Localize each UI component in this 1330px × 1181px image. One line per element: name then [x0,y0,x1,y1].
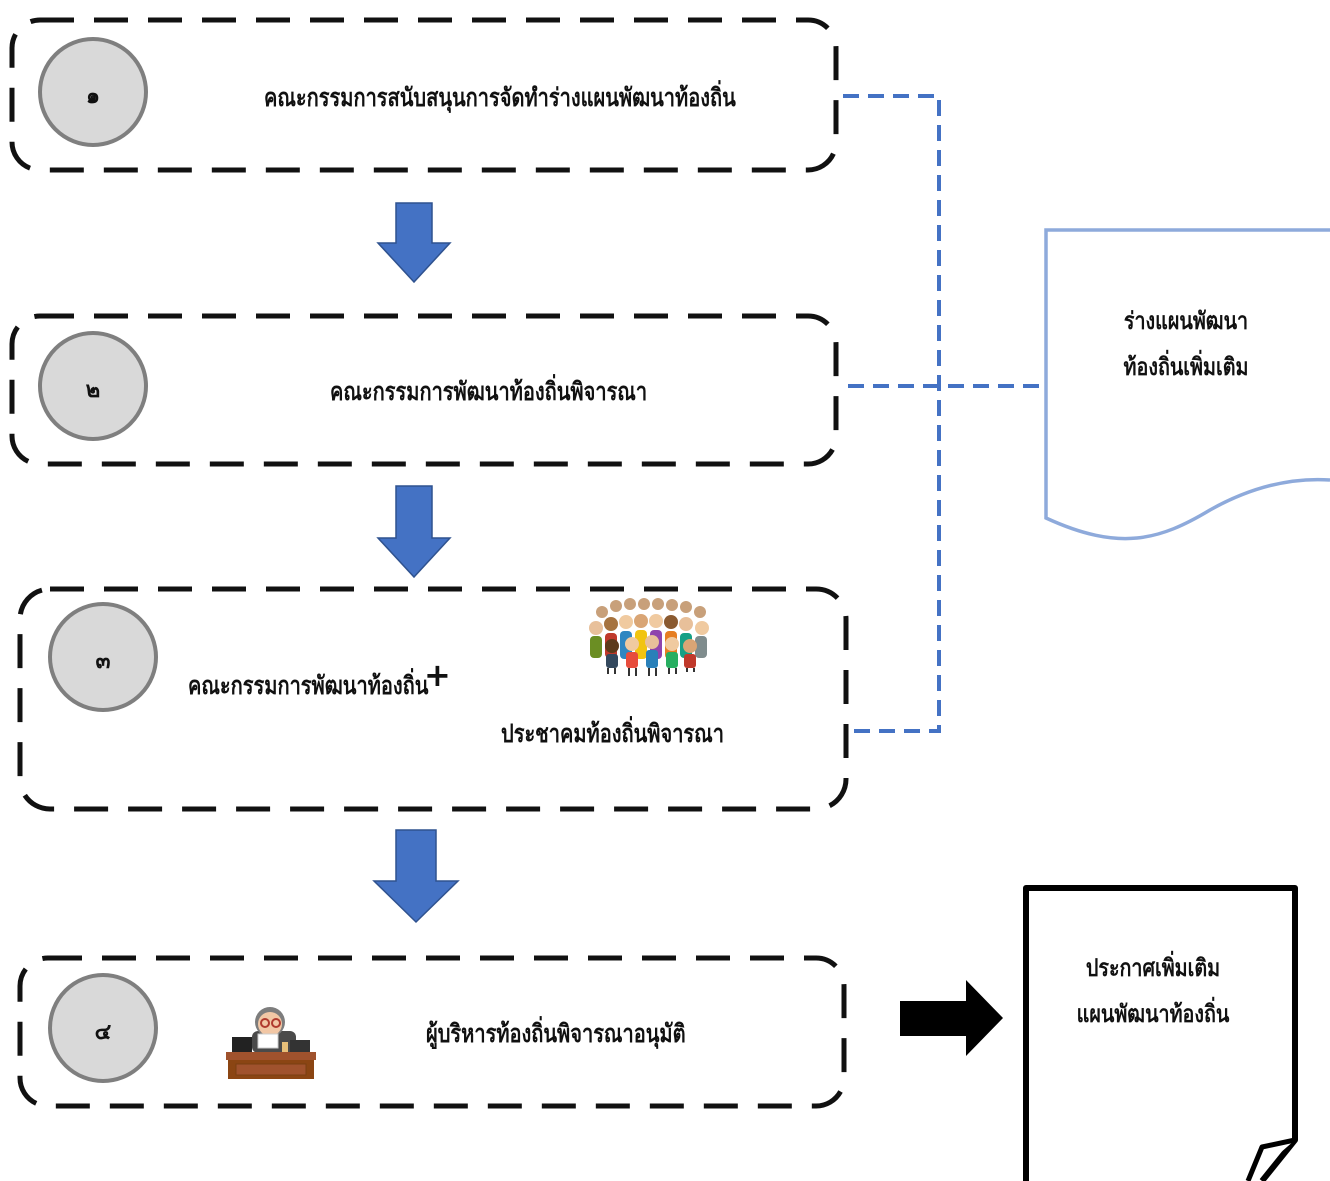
step-3-label: คณะกรรมการพัฒนาท้องถิ่น [188,671,429,700]
step-3-circle [48,602,158,712]
step-4-box [17,955,847,1109]
step-2-number: ๒ [85,378,101,403]
step-1-number: ๑ [86,84,100,109]
step-3-box [17,586,849,812]
dashed-connector [843,94,1045,733]
down-arrow-2 [376,485,452,579]
crowd-of-people-icon [589,598,709,676]
step-2-circle [38,331,148,441]
step-1-label: คณะกรรมการสนับสนุนการจัดทำร่างแผนพัฒนาท้… [264,83,736,112]
page-fold [1245,1137,1296,1181]
step-3-plus: + [424,656,451,694]
step-1-box [9,17,839,173]
final-document-title: ประกาศเพิ่มเติม แผนพัฒนาท้องถิ่น [1063,945,1243,1037]
step-4-number: ๔ [94,1020,112,1045]
final-document-shape [1023,885,1298,1181]
right-arrow [900,980,1003,1056]
step-1-circle [38,37,148,147]
step-2-label: คณะกรรมการพัฒนาท้องถิ่นพิจารณา [330,377,648,406]
step-4-circle [48,973,158,1083]
down-arrow-3 [372,829,460,924]
draft-document-line-2: ท้องถิ่นเพิ่มเติม [1123,353,1249,381]
draft-document-shape [1044,228,1330,541]
final-document-line-1: ประกาศเพิ่มเติม [1085,954,1221,982]
step-4-label: ผู้บริหารท้องถิ่นพิจารณาอนุมัติ [426,1019,686,1048]
executive-at-desk-icon [226,1007,316,1079]
step-2-box [9,313,839,467]
down-arrow-1 [376,202,452,284]
draft-document-title: ร่างแผนพัฒนา ท้องถิ่นเพิ่มเติม [1104,298,1268,390]
step-3-label-2: ประชาคมท้องถิ่นพิจารณา [501,719,724,748]
draft-document-line-1: ร่างแผนพัฒนา [1123,307,1249,335]
final-document-line-2: แผนพัฒนาท้องถิ่น [1076,1000,1230,1028]
step-3-number: ๓ [95,649,111,674]
